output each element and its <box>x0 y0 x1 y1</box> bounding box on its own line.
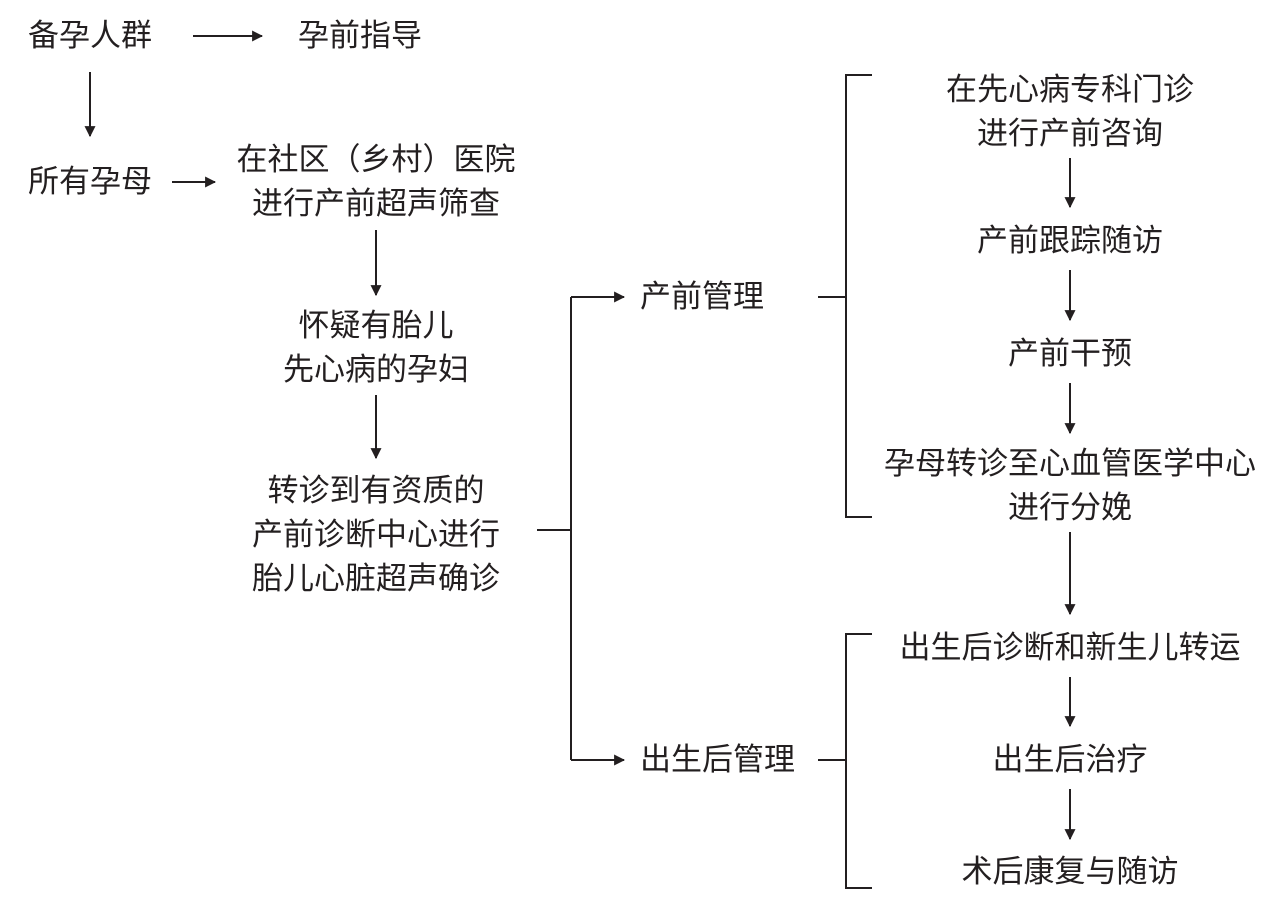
postnatal-diagnosis-transport-node: 出生后诊断和新生儿转运 <box>860 626 1274 670</box>
node-text: 出生后管理 <box>640 742 795 778</box>
node-text: 胎儿心脏超声确诊 <box>252 561 500 597</box>
community-screening-node: 在社区（乡村）医院 进行产前超声筛查 <box>226 138 526 226</box>
specialist-consultation-node: 在先心病专科门诊 进行产前咨询 <box>875 68 1265 156</box>
referral-delivery-node: 孕母转诊至心血管医学中心 进行分娩 <box>860 442 1274 530</box>
node-text: 在先心病专科门诊 <box>946 72 1194 108</box>
node-text: 备孕人群 <box>28 18 152 54</box>
node-text: 孕母转诊至心血管医学中心 <box>884 446 1256 482</box>
node-text: 出生后诊断和新生儿转运 <box>899 630 1241 666</box>
preconception-guidance-node: 孕前指导 <box>298 14 422 58</box>
postnatal-bracket <box>845 633 872 889</box>
postnatal-management-node: 出生后管理 <box>640 738 795 782</box>
node-text: 怀疑有胎儿 <box>298 308 454 344</box>
suspected-chd-node: 怀疑有胎儿 先心病的孕妇 <box>226 304 526 392</box>
node-text: 所有孕母 <box>28 164 152 200</box>
node-text: 出生后治疗 <box>992 742 1148 778</box>
all-pregnant-women-node: 所有孕母 <box>28 160 152 204</box>
node-text: 进行分娩 <box>1008 490 1132 526</box>
postnatal-treatment-node: 出生后治疗 <box>875 738 1265 782</box>
pre-pregnancy-group-node: 备孕人群 <box>28 14 152 58</box>
node-text: 产前管理 <box>640 279 764 315</box>
node-text: 产前干预 <box>1008 336 1132 372</box>
prenatal-bracket <box>845 74 872 518</box>
node-text: 转诊到有资质的 <box>267 473 485 509</box>
node-text: 孕前指导 <box>298 18 422 54</box>
referral-confirmation-node: 转诊到有资质的 产前诊断中心进行 胎儿心脏超声确诊 <box>226 469 526 601</box>
node-text: 进行产前超声筛查 <box>252 186 500 222</box>
rehab-followup-node: 术后康复与随访 <box>875 850 1265 894</box>
node-text: 先心病的孕妇 <box>283 352 469 388</box>
node-text: 术后康复与随访 <box>961 854 1179 890</box>
node-text: 在社区（乡村）医院 <box>236 142 516 178</box>
node-text: 产前跟踪随访 <box>977 223 1163 259</box>
prenatal-followup-node: 产前跟踪随访 <box>875 219 1265 263</box>
node-text: 产前诊断中心进行 <box>252 517 500 553</box>
node-text: 进行产前咨询 <box>977 116 1163 152</box>
prenatal-management-node: 产前管理 <box>640 275 764 319</box>
prenatal-intervention-node: 产前干预 <box>875 332 1265 376</box>
